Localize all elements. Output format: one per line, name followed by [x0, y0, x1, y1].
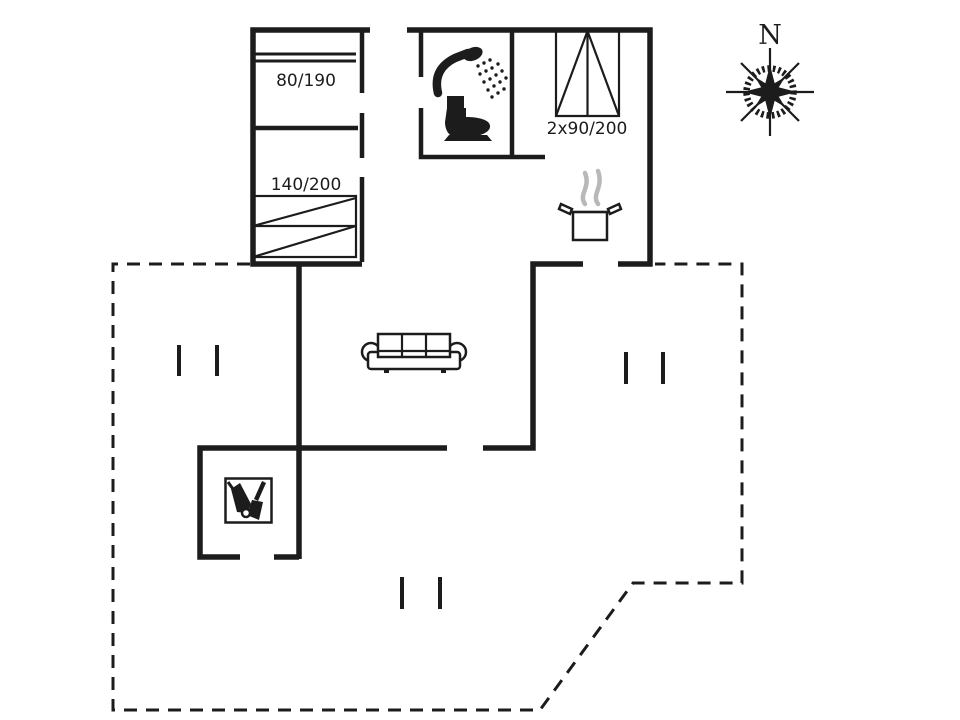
window-markers: [177, 345, 665, 609]
wall-living-east: [483, 261, 583, 451]
wall-top-right: [407, 27, 653, 267]
terrace-outline: [111, 262, 744, 712]
bed-single-label: 80/190: [276, 71, 336, 91]
toilet-cistern: [447, 96, 464, 109]
wood-stove-icon: [224, 477, 273, 524]
wood-stove-tool-right: [247, 500, 263, 520]
bed-twin-label: 2x90/200: [547, 119, 628, 139]
sofa-icon: [360, 332, 468, 373]
cooking-pot-icon: [557, 202, 623, 242]
wall-annex-left: [197, 445, 447, 560]
bed-80-190: 80/190: [253, 52, 356, 91]
pot-handle-right: [606, 202, 623, 216]
wall-bedroom-block: [250, 27, 370, 267]
bed-140-200: 140/200: [251, 175, 358, 259]
bed-2x90-200: 2x90/200: [547, 30, 628, 139]
bed-twin-diagonal-1: [554, 30, 589, 117]
compass-north-label: N: [758, 20, 782, 51]
sofa-foot-left: [384, 369, 389, 373]
shower-spray: [476, 58, 508, 99]
sofa-foot-right: [441, 369, 446, 373]
steam-icon: [580, 168, 602, 207]
shower-icon: [432, 46, 508, 99]
compass-rose-icon: N: [726, 20, 814, 136]
pot-handle-left: [557, 202, 574, 216]
wood-stove-handle-right: [254, 481, 266, 501]
wood-stove-knob: [240, 507, 252, 519]
compass-star-cardinal: [743, 65, 797, 119]
toilet-bowl: [445, 108, 491, 137]
toilet-icon: [444, 96, 492, 141]
shower-arm: [432, 48, 473, 98]
house-walls: [197, 27, 653, 560]
bed-double-label: 140/200: [271, 175, 342, 195]
bed-double-diagonal-2: [252, 224, 357, 259]
sofa-back: [376, 332, 452, 359]
wood-stove-handle-left: [226, 481, 235, 490]
bed-double-diagonal-1: [252, 196, 357, 228]
shower-head: [463, 46, 483, 62]
wood-stove-tool-left: [231, 483, 251, 513]
wall-bathroom-left-bottom: [418, 108, 512, 160]
toilet-base: [444, 135, 492, 141]
pot-body: [571, 210, 609, 242]
bed-twin-diagonal-2: [586, 30, 621, 117]
